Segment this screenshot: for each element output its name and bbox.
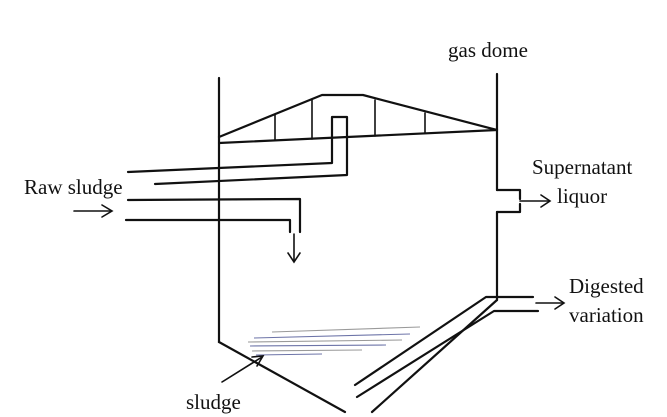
sludge-pointer <box>221 355 265 383</box>
gas-dome <box>217 93 499 145</box>
raw-sludge-pipe <box>124 197 302 264</box>
supernatant-arrow-head <box>540 194 552 208</box>
supernatant-label: Supernatant <box>532 155 632 179</box>
hopper-right <box>370 298 499 414</box>
feed-arrow-head <box>287 252 301 264</box>
sludge-label: sludge <box>186 390 241 414</box>
digested-label: Digested <box>569 274 644 298</box>
dome-roof <box>217 93 499 139</box>
liquor-label: liquor <box>557 184 607 208</box>
sludge-layer <box>247 326 421 356</box>
digested-arrow-head <box>554 296 566 310</box>
digested-outlet <box>353 295 566 399</box>
dome-base <box>217 128 499 145</box>
gas-pipe <box>126 115 349 186</box>
raw-sludge-arrow <box>73 204 114 218</box>
digester-tank <box>217 72 499 414</box>
hopper-left <box>217 340 347 414</box>
variation-label: variation <box>569 303 644 327</box>
raw-sludge-label: Raw sludge <box>24 175 123 199</box>
gas-dome-label: gas dome <box>448 38 528 62</box>
supernatant-outlet <box>495 188 552 214</box>
